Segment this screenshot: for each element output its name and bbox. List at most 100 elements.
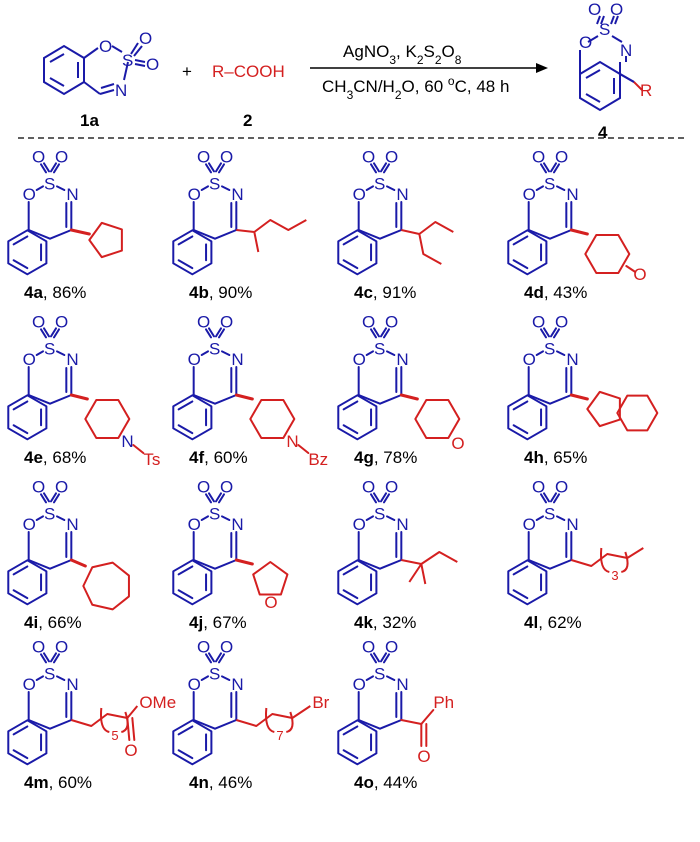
bond <box>132 444 145 454</box>
aromatic-bond <box>177 565 194 576</box>
sulfonyl-bond <box>370 163 377 174</box>
ring-bond <box>49 394 73 405</box>
aromatic-bond <box>177 235 194 246</box>
ring-bond <box>214 229 238 240</box>
atom-N: N <box>121 432 133 451</box>
aromatic-bond <box>12 565 29 576</box>
atom-O: O <box>532 312 545 331</box>
ring-bond <box>386 185 396 191</box>
ring-bond <box>379 229 403 240</box>
sulfonyl-bond <box>50 652 57 663</box>
aromatic-bond <box>177 259 194 270</box>
bond <box>123 61 129 81</box>
compound-number: 4m <box>24 773 49 792</box>
compound-number: 4n <box>189 773 209 792</box>
ring-bond <box>221 675 231 681</box>
bond <box>100 83 115 89</box>
aromatic-bond <box>342 725 359 736</box>
atom-O: O <box>55 312 68 331</box>
phenyl-group: Ph <box>433 693 454 712</box>
ring-bond <box>56 515 66 521</box>
atom-O: O <box>55 477 68 496</box>
ring-bond <box>35 350 44 356</box>
atom-O: O <box>197 147 210 166</box>
atom-O: O <box>523 515 536 534</box>
ring-bond <box>549 229 573 240</box>
ring-bond <box>200 185 209 191</box>
ester-chain <box>71 705 139 727</box>
atom-S: S <box>374 664 385 683</box>
sulfonyl-bond <box>550 492 557 503</box>
sulfonyl-bond <box>40 163 47 174</box>
sulfonyl-bond <box>373 162 380 173</box>
atom-O: O <box>23 350 36 369</box>
sulfonyl-bond <box>208 652 215 663</box>
sulfonyl-bond <box>50 327 57 338</box>
ring-bond <box>357 229 381 240</box>
piperidine-ring <box>249 398 296 440</box>
ring-bond <box>27 719 51 730</box>
benzoyl-group: Bz <box>308 450 328 469</box>
aromatic-bond <box>12 725 29 736</box>
atom-O: O <box>188 675 201 694</box>
compound-number: 4f <box>189 448 204 467</box>
ring-bond <box>357 559 381 570</box>
sulfonyl-bond <box>208 492 215 503</box>
yield-value: , 46% <box>209 773 252 792</box>
atom-O: O <box>523 350 536 369</box>
ring-bond <box>357 394 381 405</box>
ring-bond <box>535 350 544 356</box>
conditions-solvent-temp: CH3CN/H2O, 60 oC, 48 h <box>322 74 509 102</box>
wedge-bond <box>399 393 419 401</box>
atom-O: O <box>523 185 536 204</box>
atom-O: O <box>32 147 45 166</box>
piperidine-ring <box>84 398 131 440</box>
ring-bond <box>221 185 231 191</box>
ring-bond <box>527 559 551 570</box>
aromatic-bond <box>342 400 359 411</box>
sulfonyl-bond <box>53 653 60 664</box>
aromatic-bond <box>512 565 529 576</box>
atom-O: O <box>555 147 568 166</box>
ring-bond <box>192 719 216 730</box>
ring-bond <box>535 185 544 191</box>
ring-bond <box>214 394 238 405</box>
atom-N: N <box>231 515 243 534</box>
atom-O: O <box>417 747 430 766</box>
atom-N: N <box>396 350 408 369</box>
aromatic-bond <box>342 235 359 246</box>
atom-O: O <box>188 515 201 534</box>
yield-value: , 68% <box>43 448 86 467</box>
benzene-ring <box>337 559 378 606</box>
yield-value: , 65% <box>544 448 587 467</box>
atom-O: O <box>588 0 601 19</box>
bromoalkyl-chain <box>236 705 311 727</box>
product-label: 4d, 43% <box>524 283 587 302</box>
sulfonyl-bond <box>50 492 57 503</box>
repeat-count: 5 <box>111 728 118 743</box>
ring-bond <box>556 350 566 356</box>
pentan-3-yl-chain <box>401 221 454 265</box>
product-label: 4i, 66% <box>24 613 82 632</box>
yield-value: , 78% <box>374 448 417 467</box>
sulfonyl-bond <box>373 652 380 663</box>
compound-number: 4j <box>189 613 203 632</box>
compound-number: 4l <box>524 613 538 632</box>
sulfonyl-bond <box>553 163 560 174</box>
product-label: 4a, 86% <box>24 283 86 302</box>
reaction-arrow <box>310 63 548 73</box>
ring-bond <box>192 394 216 405</box>
compound-number: 4a <box>24 283 43 302</box>
pentan-2-yl-chain <box>236 219 307 253</box>
atom-O: O <box>99 37 112 56</box>
ring-bond <box>192 559 216 570</box>
atom-O: O <box>385 147 398 166</box>
bond <box>83 81 101 95</box>
